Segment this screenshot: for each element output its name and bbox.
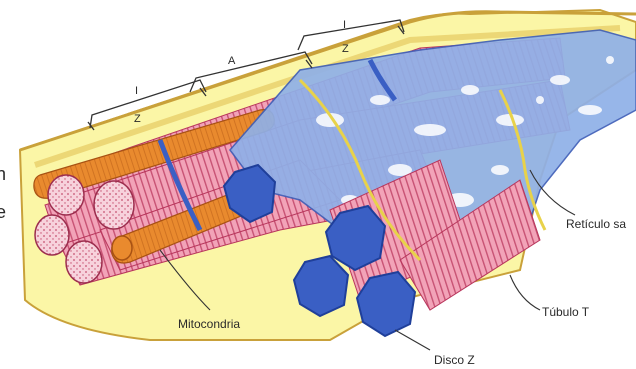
edge-letter-lower: e: [0, 202, 6, 222]
label-z-disc: Disco Z: [434, 353, 475, 367]
band-label-right-z: Z: [342, 43, 349, 55]
band-label-middle-a: A: [228, 55, 236, 67]
edge-letter-upper: n: [0, 164, 6, 184]
leader-t-tubule: [510, 275, 540, 310]
myofibril-end: [48, 175, 84, 215]
myofibril-end: [94, 181, 134, 229]
band-label-right-i: I: [343, 19, 346, 31]
myofibril-end: [112, 236, 132, 260]
myofibril-end: [66, 241, 102, 283]
leader-z-disc: [395, 330, 430, 350]
label-sarcoplasmic-reticulum: Retículo sa: [566, 217, 626, 231]
label-t-tubule: Túbulo T: [542, 305, 590, 319]
myofibril-end: [35, 215, 69, 255]
band-label-left-z: Z: [134, 113, 141, 125]
label-mitochondria: Mitocondria: [178, 317, 240, 331]
band-label-left-i: I: [135, 85, 138, 97]
